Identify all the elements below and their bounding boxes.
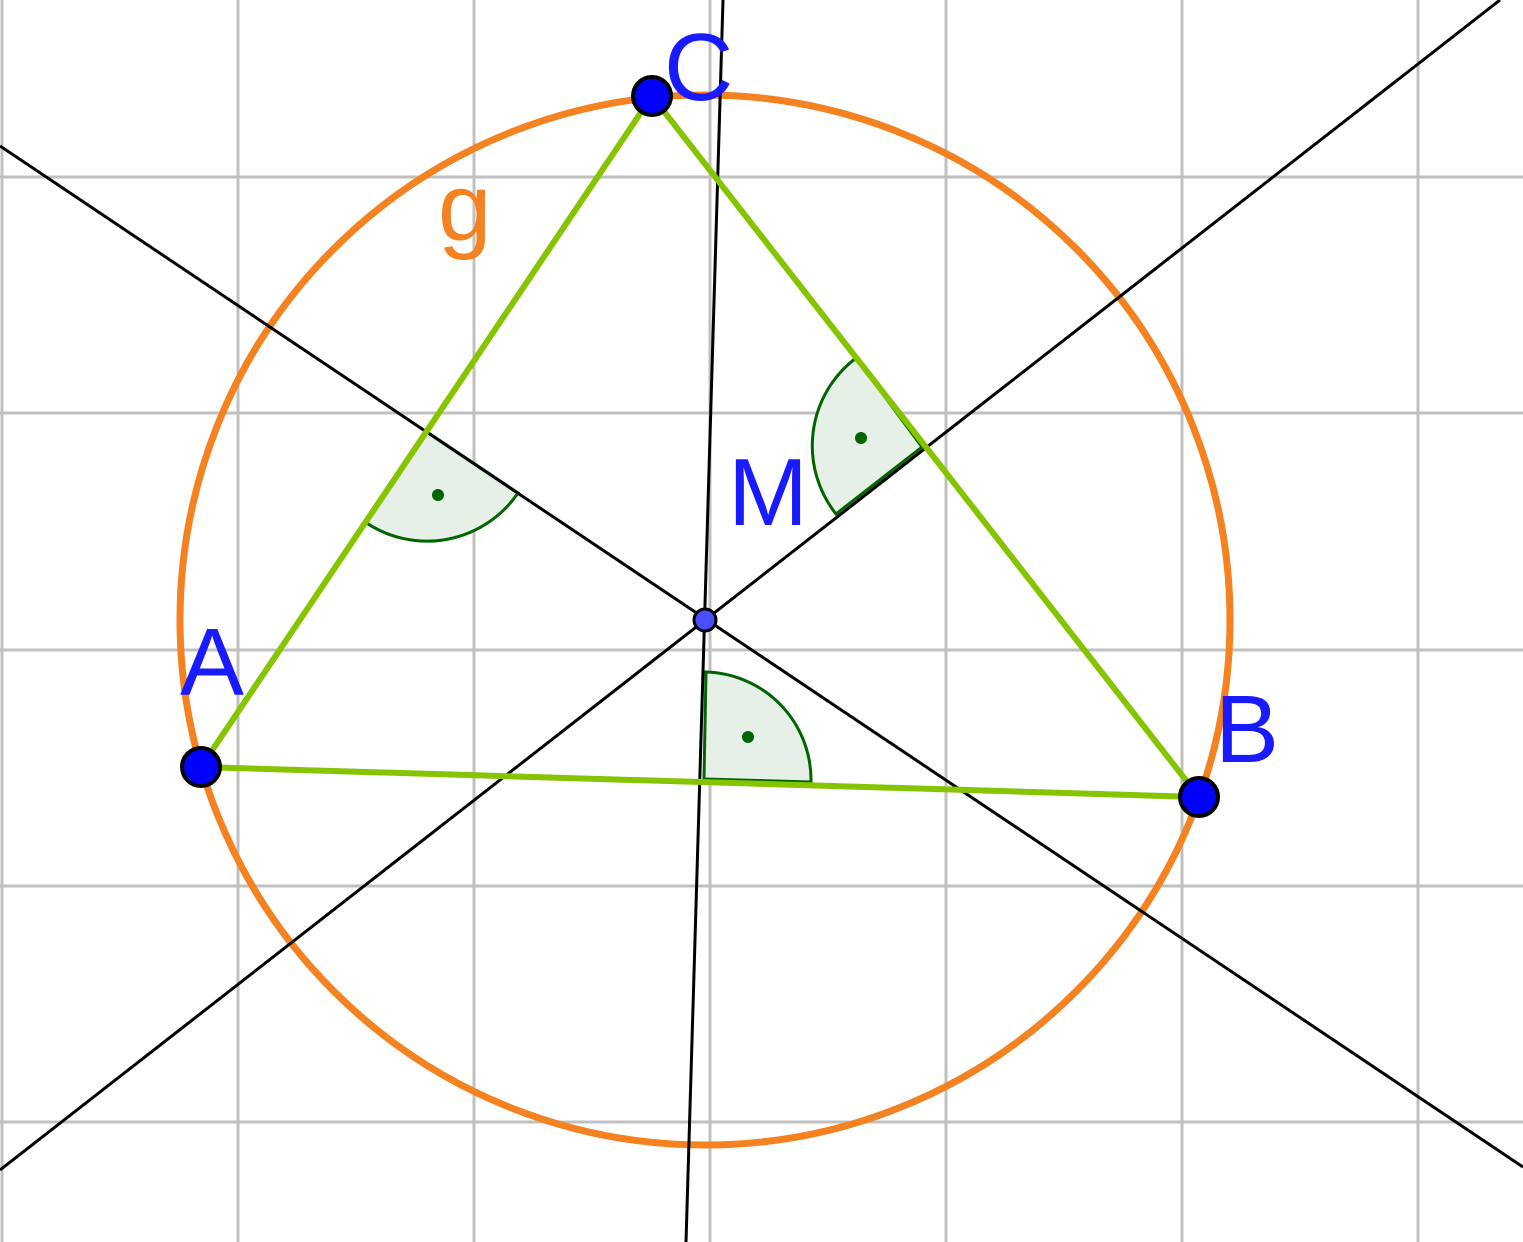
right-angle-dots [432, 432, 867, 743]
triangle-abc[interactable] [198, 93, 1202, 800]
point-b[interactable] [1178, 776, 1220, 818]
center-label-m: M [728, 439, 808, 546]
circle-label-g: g [438, 154, 491, 261]
right-angle-marker-ab [702, 670, 813, 784]
right-angle-markers [362, 355, 925, 784]
point-label-a: A [180, 609, 244, 716]
center-point-m[interactable] [692, 607, 718, 633]
right-angle-marker-bc [810, 355, 925, 517]
right-angle-dot-icon [432, 489, 444, 501]
bisector-ac[interactable] [0, 144, 1523, 1169]
bisector-bc[interactable] [0, 0, 1501, 1172]
circumcircle[interactable] [176, 91, 1234, 1149]
point-a[interactable] [180, 746, 222, 788]
point-c[interactable] [631, 75, 673, 117]
point-label-b: B [1215, 676, 1279, 783]
point-label-c: C [664, 14, 733, 121]
right-angle-marker-ac [362, 429, 521, 543]
right-angle-dot-icon [742, 731, 754, 743]
side-ca[interactable] [198, 93, 655, 770]
side-ab[interactable] [198, 764, 1202, 800]
side-bc[interactable] [649, 93, 1202, 800]
right-angle-dot-icon [855, 432, 867, 444]
